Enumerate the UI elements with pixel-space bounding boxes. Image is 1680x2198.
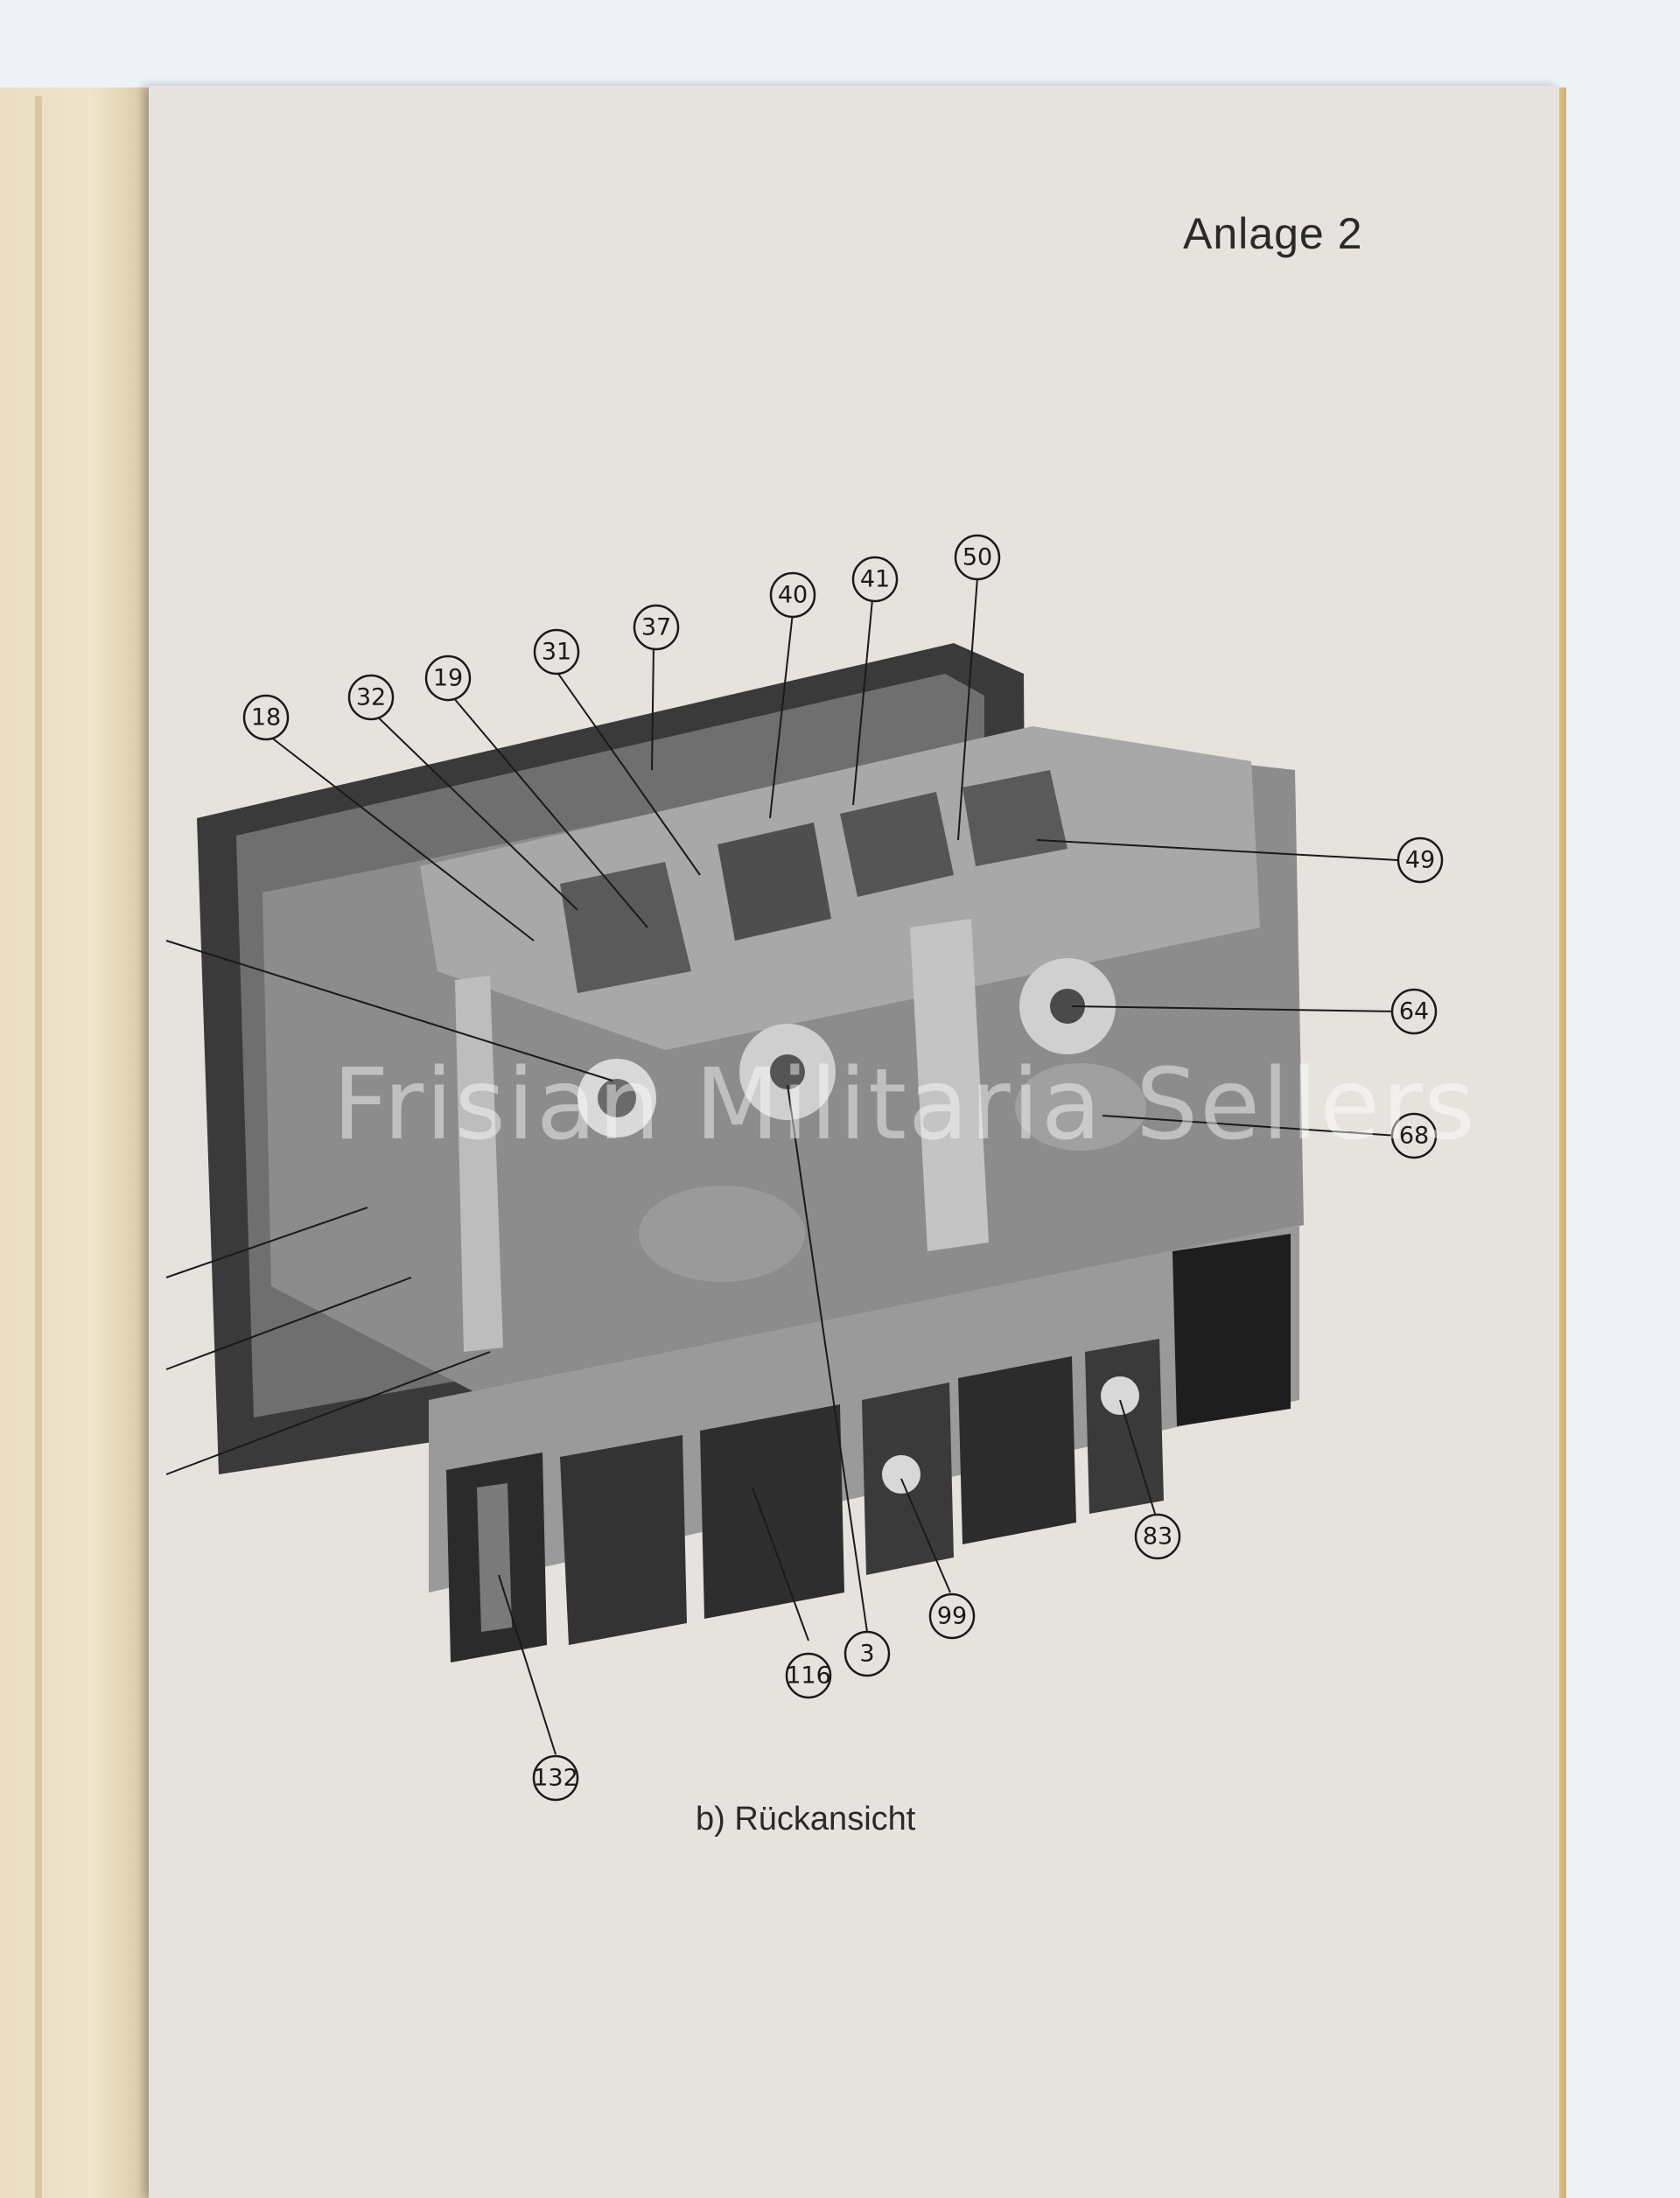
callout-label: 40	[778, 582, 808, 609]
left-facing-page	[0, 88, 153, 2198]
callout-label: 50	[962, 544, 992, 571]
callout-label: 49	[1405, 847, 1435, 874]
page-edge	[35, 96, 42, 2198]
callout-label: 132	[533, 1765, 578, 1792]
callout-label: 99	[937, 1603, 967, 1630]
callout-label: 31	[542, 639, 571, 666]
callout-label: 68	[1399, 1123, 1429, 1150]
callout-label: 19	[433, 665, 463, 692]
callout-label: 64	[1399, 998, 1429, 1026]
figure-caption: b) Rückansicht	[696, 1801, 916, 1838]
callout-label: 37	[641, 614, 671, 641]
callout-label: 32	[356, 684, 386, 711]
watermark: Frisian Militaria Sellers	[332, 1048, 1477, 1162]
callout-label: 116	[786, 1662, 831, 1690]
callout-label: 41	[860, 566, 890, 593]
page-title: Anlage 2	[1183, 209, 1363, 258]
callout-label: 3	[859, 1641, 874, 1668]
callout-label: 83	[1143, 1523, 1172, 1550]
callout-label: 18	[251, 704, 281, 732]
